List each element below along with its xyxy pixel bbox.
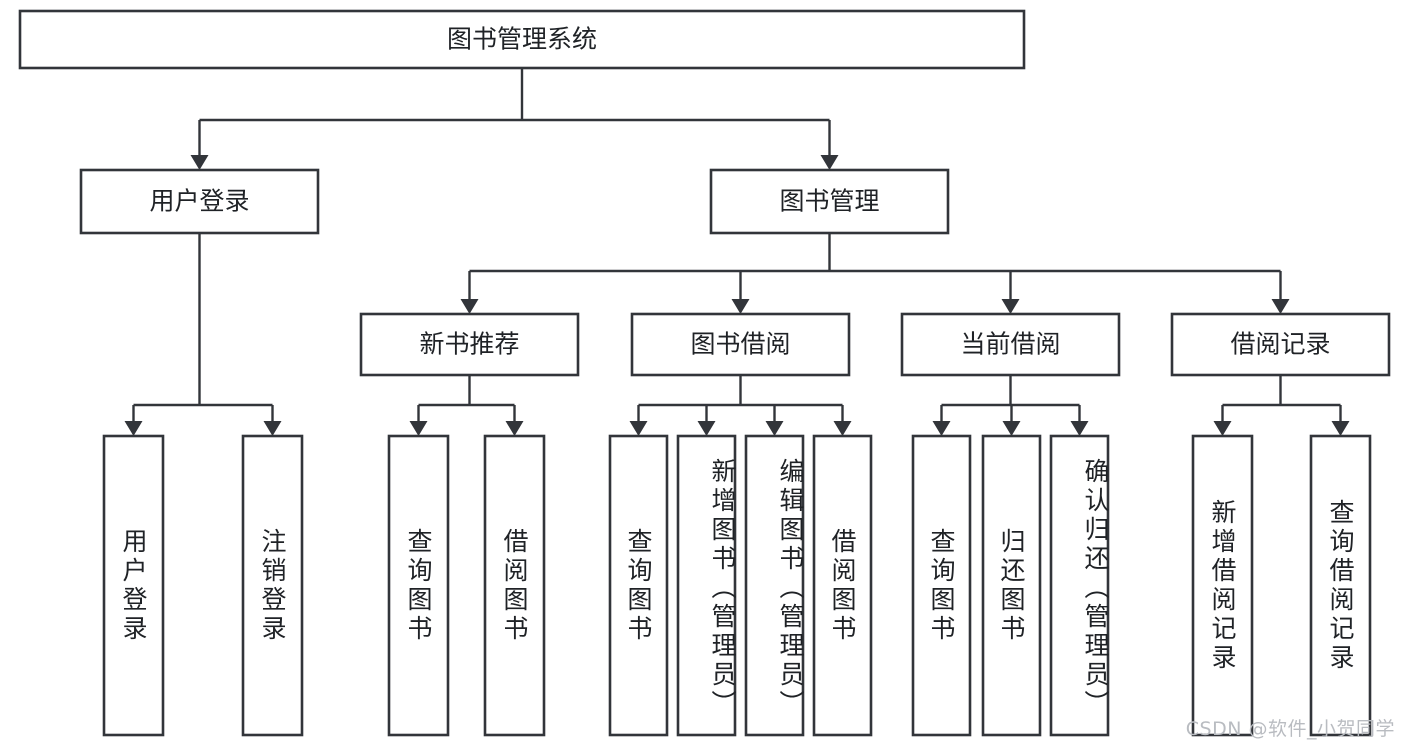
node-label-current-borrow: 当前借阅	[960, 330, 1060, 359]
node-leaf-add-book[interactable]	[676, 434, 737, 737]
node-label-user-login: 用户登录	[149, 187, 249, 216]
arrow-head-icon	[1002, 421, 1021, 436]
node-leaf-user-login[interactable]	[102, 434, 165, 737]
node-leaf-query-record[interactable]	[1309, 434, 1372, 737]
node-label-root: 图书管理系统	[447, 25, 597, 54]
arrow-head-icon	[820, 155, 839, 170]
arrow-head-icon	[1070, 421, 1089, 436]
node-leaf-confirm-return[interactable]	[1049, 434, 1110, 737]
arrow-head-icon	[833, 421, 852, 436]
node-label-book-borrow: 图书借阅	[690, 330, 790, 359]
node-label-new-book-recommend: 新书推荐	[419, 330, 519, 359]
arrow-head-icon	[190, 155, 209, 170]
node-borrow-record[interactable]	[1170, 312, 1391, 377]
node-leaf-query-book-3[interactable]	[911, 434, 972, 737]
arrow-head-icon	[629, 421, 648, 436]
arrow-head-icon	[697, 421, 716, 436]
node-new-book-recommend[interactable]	[359, 312, 580, 377]
node-leaf-add-record[interactable]	[1191, 434, 1254, 737]
arrow-head-icon	[765, 421, 784, 436]
arrow-head-icon	[731, 299, 750, 314]
node-current-borrow[interactable]	[900, 312, 1121, 377]
csdn-watermark: CSDN @软件_小贺同学	[1185, 718, 1395, 740]
node-leaf-borrow-book-1[interactable]	[483, 434, 546, 737]
node-leaf-logout[interactable]	[241, 434, 304, 737]
arrow-head-icon	[124, 421, 143, 436]
node-label-book-manage: 图书管理	[779, 187, 879, 216]
arrow-head-icon	[505, 421, 524, 436]
arrow-head-icon	[1331, 421, 1350, 436]
arrow-head-icon	[460, 299, 479, 314]
node-user-login[interactable]	[79, 168, 320, 235]
connector-layer	[124, 68, 1350, 436]
node-leaf-edit-book[interactable]	[744, 434, 805, 737]
node-label-borrow-record: 借阅记录	[1230, 330, 1330, 359]
node-leaf-query-book-1[interactable]	[387, 434, 450, 737]
node-book-manage[interactable]	[709, 168, 950, 235]
arrow-head-icon	[1271, 299, 1290, 314]
arrow-head-icon	[1213, 421, 1232, 436]
arrow-head-icon	[263, 421, 282, 436]
node-root[interactable]	[18, 9, 1026, 70]
node-leaf-return-book[interactable]	[981, 434, 1042, 737]
arrow-head-icon	[1001, 299, 1020, 314]
node-box-layer	[18, 9, 1391, 737]
node-leaf-query-book-2[interactable]	[608, 434, 669, 737]
node-book-borrow[interactable]	[630, 312, 851, 377]
arrow-head-icon	[409, 421, 428, 436]
node-leaf-borrow-book-2[interactable]	[812, 434, 873, 737]
arrow-head-icon	[932, 421, 951, 436]
